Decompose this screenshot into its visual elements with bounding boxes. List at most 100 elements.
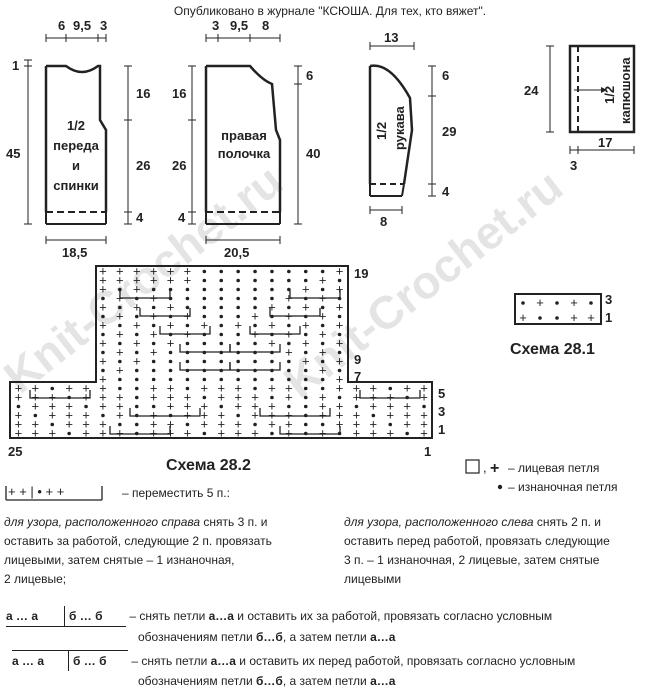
purl-stitch-icon (185, 377, 190, 382)
purl-stitch-icon (337, 314, 342, 319)
scheme-small: +++++ (514, 293, 602, 325)
purl-stitch-icon (219, 359, 224, 364)
sleeve-dim-top: 13 (384, 30, 398, 45)
purl-stitch-icon (202, 287, 207, 292)
knit-stitch-icon: + (336, 300, 344, 315)
purl-stitch-icon (134, 332, 139, 337)
knit-stitch-icon: + (150, 417, 158, 432)
purl-stitch-icon (185, 305, 190, 310)
purl-stitch-icon (151, 359, 156, 364)
knit-stitch-icon: + (519, 310, 527, 325)
knit-stitch-icon: + (32, 381, 40, 396)
knit-stitch-icon: + (48, 390, 56, 405)
purl-stitch-icon (270, 278, 274, 283)
purl-stitch-icon (134, 386, 139, 391)
col-label-1: 1 (424, 444, 431, 459)
scheme-main-cables (29, 290, 421, 435)
knit-stitch-icon: + (99, 399, 107, 414)
purl-stitch-icon (287, 305, 291, 310)
knit-stitch-icon: + (82, 426, 90, 441)
knit-stitch-icon: + (353, 381, 361, 396)
note-right-line4: 2 лицевые; (4, 572, 67, 586)
legend-plus-icon: + (490, 460, 499, 477)
knit-stitch-icon: + (150, 426, 158, 441)
purl-stitch-icon (320, 269, 325, 274)
purl-stitch-icon (16, 404, 21, 409)
back-dim-right-2: 26 (136, 158, 150, 173)
back-label-4: спинки (53, 178, 98, 193)
purl-stitch-icon (202, 278, 207, 283)
knit-stitch-icon: + (116, 426, 124, 441)
purl-stitch-icon (219, 305, 224, 310)
watermark-left: Knit-Crochet.ru (0, 154, 292, 403)
purl-stitch-icon (303, 422, 308, 427)
front-dim-top-2: 9,5 (230, 18, 248, 33)
knit-stitch-icon: + (420, 408, 428, 423)
knit-stitch-icon: + (285, 390, 293, 405)
knit-stitch-icon: + (201, 417, 209, 432)
knit-stitch-icon: + (116, 390, 124, 405)
sleeve-dim-right-2: 29 (442, 124, 456, 139)
knit-stitch-icon: + (319, 426, 327, 441)
purl-stitch-icon (185, 341, 190, 346)
purl-stitch-icon (101, 296, 105, 301)
knit-stitch-icon: + (99, 417, 107, 432)
cable-mark (29, 390, 91, 399)
cable-mark (109, 426, 171, 435)
knit-stitch-icon: + (201, 408, 209, 423)
purl-stitch-icon (388, 386, 393, 391)
cable-mark (279, 426, 341, 435)
front-dim-right-2: 40 (306, 146, 320, 161)
knit-stitch-icon: + (116, 273, 124, 288)
knit-stitch-icon: + (319, 345, 327, 360)
knit-stitch-icon: + (234, 426, 242, 441)
back-dim-right-1: 16 (136, 86, 150, 101)
purl-stitch-icon (253, 269, 257, 274)
knit-stitch-icon: + (150, 345, 158, 360)
cable-mark (289, 290, 341, 299)
purl-stitch-icon (134, 368, 139, 373)
purl-stitch-icon (287, 341, 291, 346)
purl-stitch-icon (253, 422, 257, 427)
purl-stitch-icon (337, 395, 342, 400)
purl-stitch-icon (84, 404, 88, 409)
knit-stitch-icon: + (99, 282, 107, 297)
knit-stitch-icon: + (319, 309, 327, 324)
purl-stitch-icon (168, 368, 173, 373)
knit-stitch-icon: + (251, 399, 259, 414)
hood-label-1: 1/2 (602, 86, 617, 104)
knit-stitch-icon: + (370, 417, 378, 432)
knit-stitch-icon: + (251, 408, 259, 423)
purl-stitch-icon (118, 323, 122, 328)
knit-stitch-icon: + (234, 318, 242, 333)
published-header: Опубликовано в журнале "КСЮША. Для тех, … (173, 4, 487, 18)
purl-stitch-icon (422, 404, 426, 409)
purl-stitch-icon (253, 296, 257, 301)
sleeve-label-1: 1/2 (374, 122, 389, 140)
back-pattern (24, 34, 132, 244)
knit-stitch-icon: + (184, 399, 192, 414)
knit-stitch-icon: + (570, 310, 578, 325)
knit-stitch-icon: + (99, 381, 107, 396)
knit-stitch-icon: + (65, 399, 73, 414)
back-dim-right-3: 4 (136, 210, 144, 225)
knit-stitch-icon: + (319, 390, 327, 405)
legend-empty-square-icon (465, 459, 480, 474)
legend-cross5-symbol-icon: + + | • + + (5, 484, 103, 501)
back-dim-left-1: 1 (12, 58, 19, 73)
purl-stitch-icon (134, 314, 139, 319)
row-label-1: 1 (438, 422, 445, 437)
purl-stitch-icon (101, 368, 105, 373)
knit-stitch-icon: + (32, 417, 40, 432)
knit-stitch-icon: + (386, 390, 394, 405)
purl-stitch-icon (354, 404, 359, 409)
purl-stitch-icon (555, 301, 559, 305)
knit-stitch-icon: + (116, 309, 124, 324)
purl-stitch-icon (151, 368, 156, 373)
col-label-25: 25 (8, 444, 22, 459)
knit-stitch-icon: + (319, 327, 327, 342)
knit-stitch-icon: + (32, 390, 40, 405)
knit-stitch-icon: + (133, 318, 141, 333)
note-right-intro: для узора, расположенного справа (4, 515, 201, 529)
